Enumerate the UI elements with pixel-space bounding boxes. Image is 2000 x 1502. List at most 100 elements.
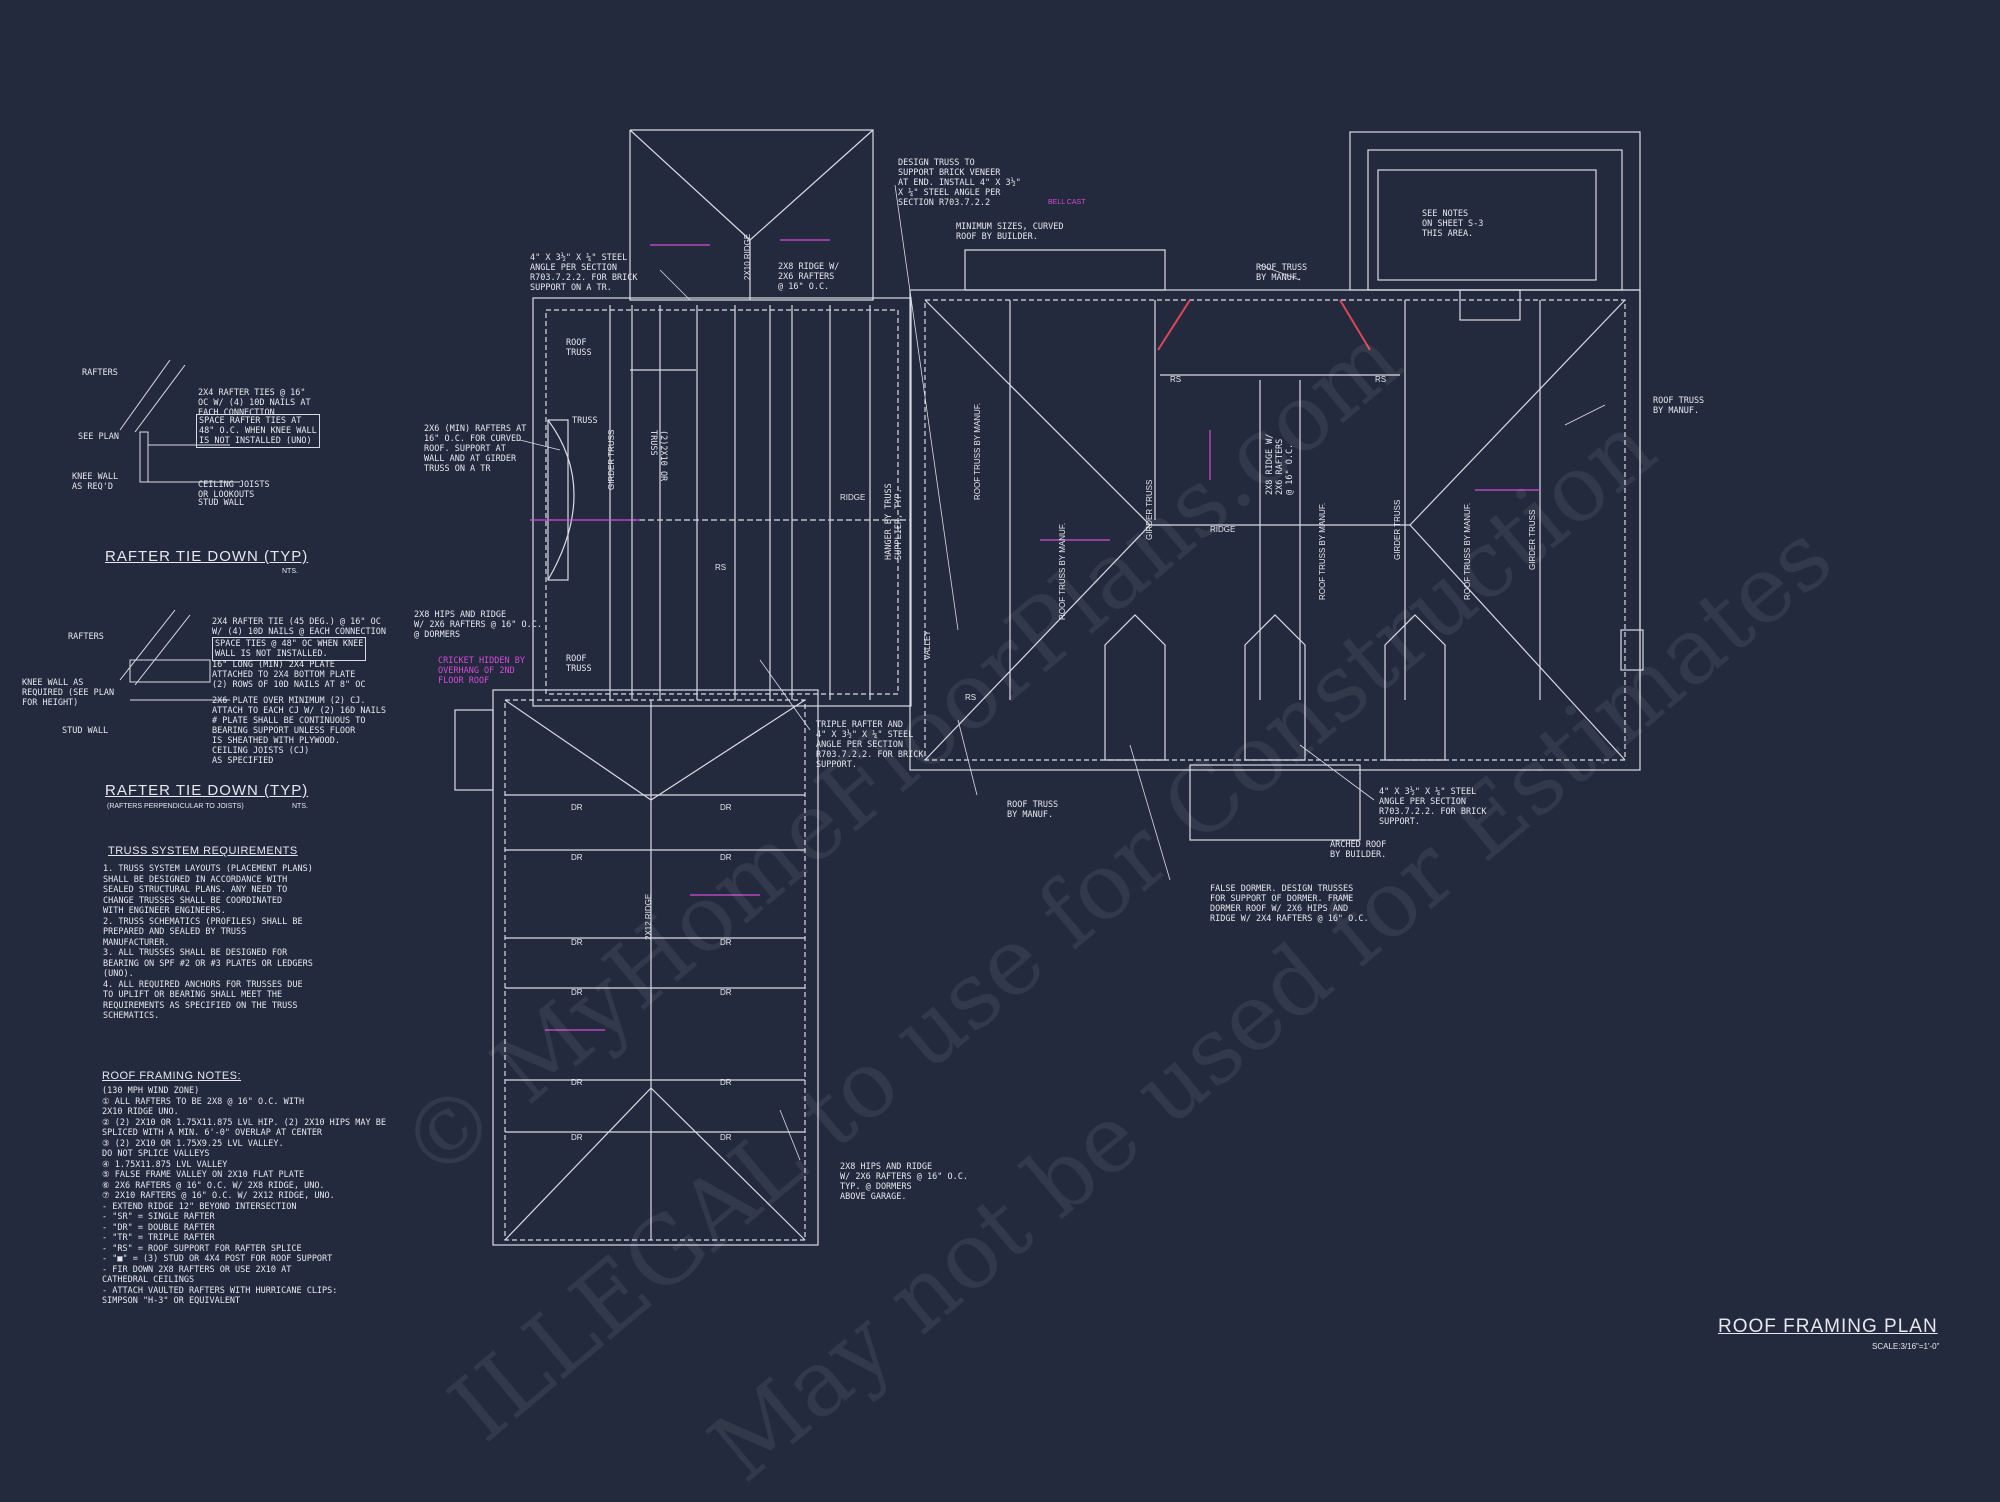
svg-text:RS: RS: [1170, 375, 1181, 384]
roof-notes-heading: ROOF FRAMING NOTES:: [102, 1070, 242, 1082]
left-house-outline: [532, 297, 912, 707]
label-bell-cast: BELL CAST: [1048, 199, 1086, 206]
d2-knee: KNEE WALL AS REQUIRED (SEE PLAN FOR HEIG…: [22, 678, 115, 708]
callout-arched: ARCHED ROOF BY BUILDER.: [1330, 840, 1387, 860]
truss-req-item: REQUIREMENTS AS SPECIFIED ON THE TRUSS: [103, 1000, 298, 1011]
roof-note: ⑦ 2x10 RAFTERS @ 16" O.C. W/ 2x12 RIDGE,…: [102, 1191, 335, 1201]
label-roof-truss: ROOF TRUSS: [566, 338, 592, 358]
svg-text:2x10 RIDGE: 2x10 RIDGE: [743, 234, 752, 280]
roof-note: ⑥ 2x6 RAFTERS @ 16" O.C. W/ 2x8 RIDGE, U…: [102, 1180, 325, 1191]
svg-text:RS: RS: [965, 693, 976, 702]
roof-note: - "DR" = DOUBLE RAFTER: [102, 1222, 215, 1233]
svg-text:DR: DR: [571, 803, 583, 812]
d1-nts: NTS.: [282, 568, 298, 575]
svg-text:DR: DR: [720, 1133, 732, 1142]
svg-text:GIRDER TRUSS: GIRDER TRUSS: [1145, 480, 1154, 540]
label-valley: VALLEY: [923, 630, 932, 660]
roof-note: ⑤ FALSE FRAME VALLEY ON 2x10 FLAT PLATE: [102, 1170, 305, 1180]
callout-hips-dormers: 2x8 HIPS AND RIDGE W/ 2x6 RAFTERS @ 16" …: [414, 610, 542, 640]
label-truss: TRUSS: [572, 416, 598, 426]
roof-note: SIMPSON "H-3" OR EQUIVALENT: [102, 1296, 241, 1306]
label-roof-truss-2: ROOF TRUSS: [566, 654, 592, 674]
callout-roof-truss-bottom: ROOF TRUSS BY MANUF.: [1007, 800, 1059, 820]
svg-text:DR: DR: [720, 1078, 732, 1087]
svg-text:DR: DR: [720, 803, 732, 812]
roof-note: ② (2) 2x10 OR 1.75x11.875 LVL HIP. (2) 2…: [102, 1117, 386, 1128]
label-ridge: RIDGE: [1210, 525, 1235, 534]
roof-note: 2x10 RIDGE UNO.: [102, 1107, 179, 1117]
truss-req-item: 4. ALL REQUIRED ANCHORS FOR TRUSSES DUE: [103, 979, 303, 990]
svg-text:DR: DR: [720, 938, 732, 947]
roof-note: - "TR" = TRIPLE RAFTER: [102, 1233, 215, 1243]
detail1-rafter: [119, 359, 171, 431]
detail2-rafter: [119, 609, 176, 681]
callout-triple-rafter: TRIPLE RAFTER AND 4" X 3½" X ¼" STEEL AN…: [816, 720, 924, 770]
callout-see-notes: SEE NOTES ON SHEET S-3 THIS AREA.: [1422, 209, 1484, 239]
truss-req-item: 1. TRUSS SYSTEM LAYOUTS (PLACEMENT PLANS…: [103, 864, 313, 874]
svg-text:DR: DR: [571, 1133, 583, 1142]
svg-text:DR: DR: [571, 1078, 583, 1087]
svg-text:RS: RS: [1375, 375, 1386, 384]
callout-roof-truss-right: ROOF TRUSS BY MANUF.: [1653, 396, 1705, 416]
top-gable-outline: [629, 129, 874, 301]
truss-req-item: SCHEMATICS.: [103, 1011, 160, 1021]
svg-text:ROOF TRUSS BY MANUF.: ROOF TRUSS BY MANUF.: [1318, 503, 1327, 600]
d2-over: 2x6 PLATE OVER MINIMUM (2) CJ. ATTACH TO…: [212, 696, 386, 746]
plan-scale: SCALE:3/16"=1'-0": [1872, 1342, 1940, 1351]
callout-cricket: CRICKET HIDDEN BY OVERHANG OF 2ND FLOOR …: [438, 656, 525, 686]
roof-note: ① ALL RAFTERS TO BE 2x8 @ 16" O.C. WITH: [102, 1096, 305, 1107]
callout-rafters-2x6: 2x6 (MIN) RAFTERS AT 16" O.C. FOR CURVED…: [424, 424, 527, 474]
label-hanger: HANGER BY TRUSS SUPPLIER, TYP.: [884, 483, 904, 560]
roof-notes-list: (130 MPH WIND ZONE) ① ALL RAFTERS TO BE …: [102, 1086, 386, 1307]
d2-space: SPACE TIES @ 48" OC WHEN KNEE WALL IS NO…: [212, 637, 367, 661]
truss-req-item: MANUFACTURER.: [103, 937, 170, 948]
callout-min-sizes: MINIMUM SIZES, CURVED ROOF BY BUILDER.: [956, 222, 1064, 242]
truss-req-heading: TRUSS SYSTEM REQUIREMENTS: [108, 845, 298, 857]
d1-knee: KNEE WALL AS REQ'D: [72, 472, 119, 492]
svg-text:DR: DR: [720, 988, 732, 997]
roof-note: ③ (2) 2x10 OR 1.75x9.25 LVL VALLEY.: [102, 1138, 284, 1149]
d1-space: SPACE RAFTER TIES AT 48" O.C. WHEN KNEE …: [196, 414, 320, 448]
svg-text:GIRDER TRUSS: GIRDER TRUSS: [1393, 500, 1402, 560]
svg-text:RS: RS: [715, 563, 726, 572]
roof-note: SPLICED WITH A MIN. 6'-0" OVERLAP AT CEN…: [102, 1128, 323, 1138]
callout-steel-angle-tl: 4" X 3½" X ¼" STEEL ANGLE PER SECTION R7…: [530, 253, 638, 293]
svg-text:ROOF TRUSS BY MANUF.: ROOF TRUSS BY MANUF.: [1058, 523, 1067, 620]
truss-req-item: CHANGE TRUSSES SHALL BE COORDINATED: [103, 895, 283, 906]
d1-ties: 2x4 RAFTER TIES @ 16" OC W/ (4) 10d NAIL…: [198, 388, 311, 418]
roof-note: CATHEDRAL CEILINGS: [102, 1275, 195, 1285]
d2-subtitle: (RAFTERS PERPENDICULAR TO JOISTS): [107, 803, 244, 810]
label-roof-truss-manuf: ROOF TRUSS BY MANUF.: [973, 403, 982, 500]
svg-text:ROOF TRUSS BY MANUF.: ROOF TRUSS BY MANUF.: [1463, 503, 1472, 600]
d1-see-plan: SEE PLAN: [78, 432, 119, 442]
d2-rafters: RAFTERS: [68, 632, 104, 642]
d1-title: RAFTER TIE DOWN (TYP): [105, 548, 309, 565]
d2-ceiling: CEILING JOISTS (CJ) AS SPECIFIED: [212, 746, 310, 766]
roof-note: ④ 1.75x11.875 LVL VALLEY: [102, 1159, 228, 1170]
truss-req-list: 1. TRUSS SYSTEM LAYOUTS (PLACEMENT PLANS…: [103, 864, 313, 1022]
roof-note: - "RS" = ROOF SUPPORT FOR RAFTER SPLICE: [102, 1243, 302, 1254]
svg-text:DR: DR: [571, 853, 583, 862]
plan-title: ROOF FRAMING PLAN: [1718, 1316, 1938, 1337]
svg-text:DR: DR: [571, 938, 583, 947]
garage-wing-outline: [492, 689, 819, 1246]
callout-steel-angle-br: 4" X 3½" X ¼" STEEL ANGLE PER SECTION R7…: [1379, 787, 1487, 827]
truss-req-item: 2. TRUSS SCHEMATICS (PROFILES) SHALL BE: [103, 916, 303, 927]
svg-text:2x12 RIDGE: 2x12 RIDGE: [644, 894, 653, 940]
d2-plate: 16" LONG (MIN) 2x4 PLATE ATTACHED TO 2x4…: [212, 660, 366, 690]
truss-req-item: WITH ENGINEER ENGINEERS.: [103, 906, 226, 916]
d1-ceiling: CEILING JOISTS OR LOOKOUTS: [198, 480, 270, 500]
callout-false-dormer: FALSE DORMER. DESIGN TRUSSES FOR SUPPORT…: [1210, 884, 1369, 924]
roof-note: - "SR" = SINGLE RAFTER: [102, 1212, 215, 1222]
d1-stud: STUD WALL: [198, 498, 245, 508]
label-beam: (2)2x10 OR TRUSS: [648, 430, 668, 482]
label-mid-ridge: 2x8 RIDGE W/ 2x6 RAFTERS @ 16" O.C.: [1265, 433, 1295, 495]
truss-req-item: 3. ALL TRUSSES SHALL BE DESIGNED FOR: [103, 948, 288, 958]
callout-design-truss: DESIGN TRUSS TO SUPPORT BRICK VENEER AT …: [898, 158, 1021, 208]
truss-req-item: (UNO).: [103, 969, 134, 979]
svg-text:DR: DR: [571, 988, 583, 997]
roof-note: - EXTEND RIDGE 12" BEYOND INTERSECTION: [102, 1201, 297, 1212]
truss-req-item: BEARING ON SPF #2 OR #3 PLATES OR LEDGER…: [103, 958, 313, 969]
d2-stud: STUD WALL: [62, 726, 109, 736]
